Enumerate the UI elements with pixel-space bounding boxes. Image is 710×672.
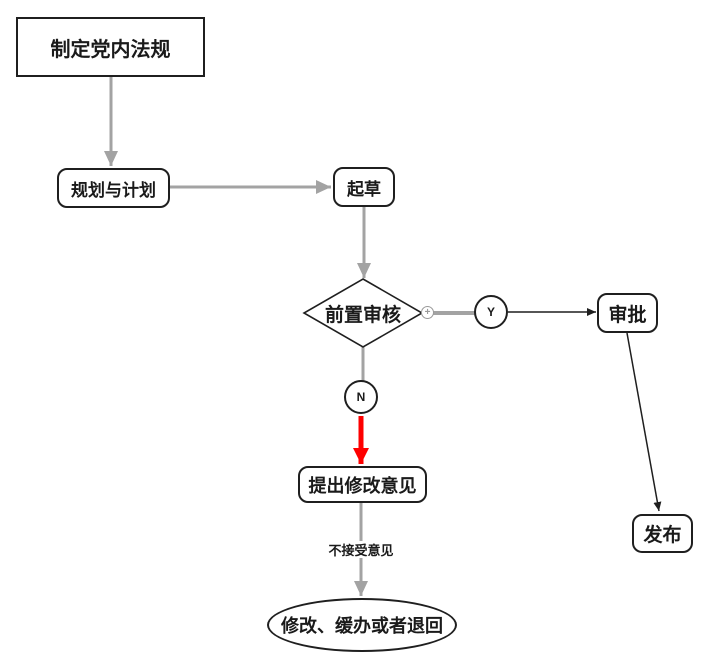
node-approval-label: 审批 (608, 304, 647, 326)
branch-yes-label: Y (486, 305, 495, 319)
pre-review-diamond (302, 278, 424, 348)
node-approval: 审批 (597, 293, 658, 333)
node-pre-review-label: 前置审核 (324, 304, 401, 326)
node-start: 制定党内法规 (16, 17, 205, 77)
branch-no-circle: N (344, 380, 378, 414)
node-draft-label: 起草 (347, 179, 381, 199)
expand-icon[interactable]: + (421, 306, 434, 319)
node-draft: 起草 (333, 167, 395, 207)
node-publish: 发布 (632, 514, 693, 553)
edge-label-reject: 不接受意见 (322, 541, 400, 558)
node-start-label: 制定党内法规 (50, 38, 171, 61)
node-fallback-label: 修改、缓办或者退回 (281, 616, 443, 636)
node-propose-changes: 提出修改意见 (298, 466, 427, 503)
branch-no-label: N (356, 390, 366, 404)
node-propose-changes-label: 提出修改意见 (308, 475, 417, 496)
edge-approval-to-publish (626, 332, 662, 512)
node-planning-label: 规划与计划 (71, 180, 156, 200)
node-publish-label: 发布 (643, 525, 682, 546)
branch-yes-circle: Y (474, 295, 508, 329)
node-planning: 规划与计划 (57, 168, 170, 208)
node-fallback-ellipse: 修改、缓办或者退回 (267, 598, 457, 652)
